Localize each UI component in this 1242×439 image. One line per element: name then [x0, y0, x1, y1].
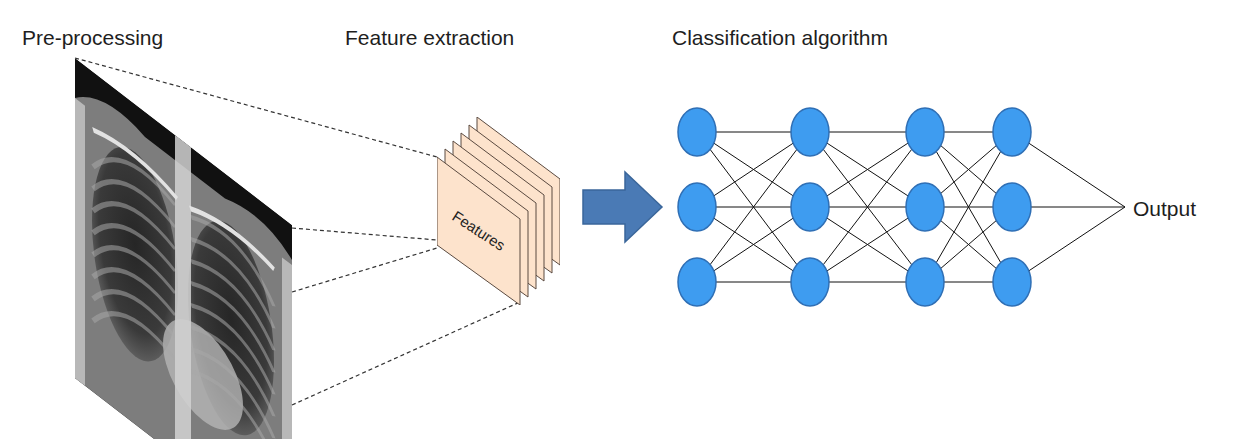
column-heading: Feature extraction: [345, 25, 514, 50]
neuron: [791, 258, 829, 306]
xray-body: [75, 77, 292, 439]
neuron: [906, 258, 944, 306]
block-arrow: [583, 172, 662, 242]
xray-spine: [175, 135, 191, 439]
feature-stack: Features: [437, 117, 560, 305]
xray-arm: [282, 257, 292, 439]
output-label: Output: [1133, 196, 1196, 221]
column-heading: Classification algorithm: [672, 25, 888, 50]
neuron: [678, 258, 716, 306]
neuron: [906, 108, 944, 156]
neuron: [791, 108, 829, 156]
neuron: [993, 183, 1031, 231]
xray-arm: [75, 98, 85, 386]
xray-ribs: [93, 134, 175, 384]
neuron: [993, 108, 1031, 156]
feature-map: [437, 157, 520, 305]
neuron: [906, 183, 944, 231]
xray-ribs: [191, 209, 274, 439]
neuron: [678, 108, 716, 156]
xray-image: [75, 58, 292, 439]
projection-lines: [75, 58, 520, 405]
xray-lung: [92, 119, 178, 389]
network-links: [697, 132, 1125, 282]
neuron: [678, 183, 716, 231]
xray-ground: [75, 58, 292, 439]
xray-clavicle: [93, 124, 274, 273]
neuron: [791, 183, 829, 231]
column-heading: Pre-processing: [22, 25, 163, 50]
neural-network: [678, 108, 1031, 306]
neuron: [993, 258, 1031, 306]
